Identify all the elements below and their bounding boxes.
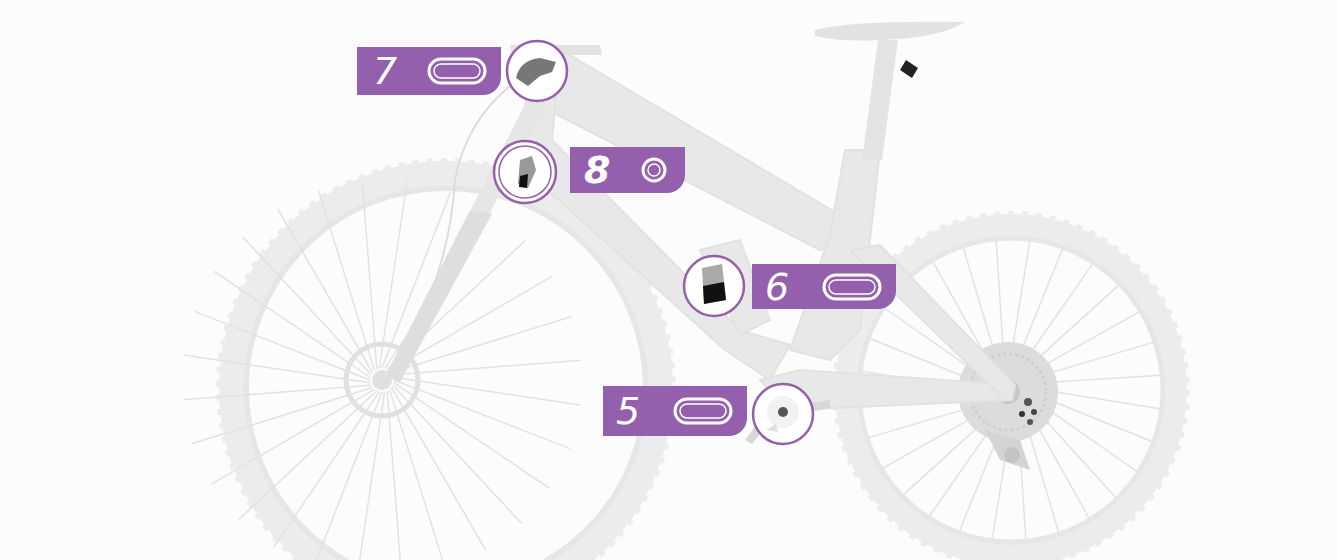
callout-number: 6 bbox=[765, 268, 789, 306]
callout-number: 7 bbox=[373, 52, 397, 90]
callout-tab: 8 bbox=[570, 147, 685, 193]
ring-icon bbox=[640, 156, 668, 184]
callout-tab: 6 bbox=[752, 264, 896, 309]
callout-tab: 5 bbox=[603, 386, 747, 436]
pill-icon bbox=[427, 57, 487, 85]
pill-icon bbox=[673, 397, 733, 425]
callout-tab: 7 bbox=[357, 47, 501, 95]
callout-number: 5 bbox=[616, 392, 640, 430]
callout-number: 8 bbox=[584, 151, 610, 189]
pill-icon bbox=[822, 273, 882, 301]
